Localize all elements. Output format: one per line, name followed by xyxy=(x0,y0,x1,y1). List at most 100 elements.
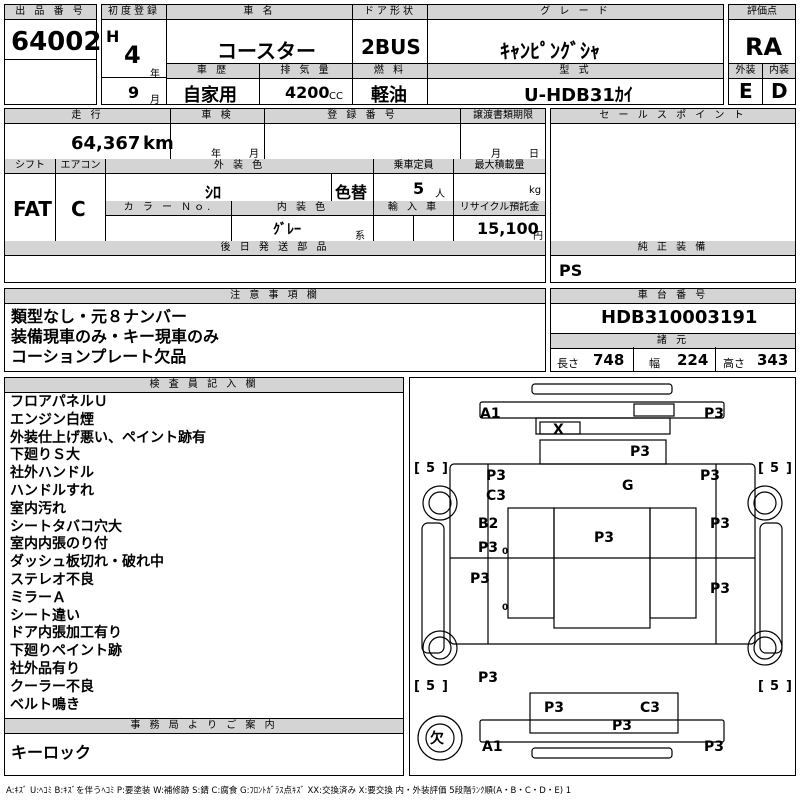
inspector-line: 社外品有り xyxy=(10,660,80,677)
note-line: コーションプレート欠品 xyxy=(11,347,187,366)
ac-label: エアコン xyxy=(55,159,105,174)
office-label: 事 務 局 よ り ご 案 内 xyxy=(5,719,403,734)
import-label: 輸 入 車 xyxy=(373,201,453,216)
inspector-block: 検 査 員 記 入 欄 フロアパネルＵ エンジン白煙 外装仕上げ悪い、ペイント跡… xyxy=(4,377,404,719)
displacement-label: 排 気 量 xyxy=(259,63,352,79)
inspector-line: 室内内張のり付 xyxy=(10,536,108,553)
svg-text:]: ] xyxy=(442,679,448,694)
height-label: 高さ xyxy=(723,357,745,370)
fuel: 軽油 xyxy=(371,85,407,106)
car-name-cell: 車 名 コースター 車 歴 排 気 量 自家用 4200 CC xyxy=(166,4,353,106)
inspector-label: 検 査 員 記 入 欄 xyxy=(5,378,403,393)
displacement-unit: CC xyxy=(329,91,343,102)
mark-roof: G xyxy=(622,478,634,494)
door-note: 0 xyxy=(502,547,508,557)
load-label: 最大積載量 xyxy=(453,159,545,174)
mark-bumper-x: X xyxy=(553,422,564,438)
plate-label: 登 録 番 号 xyxy=(264,109,460,124)
mileage-label: 走 行 xyxy=(5,109,170,124)
first-registration-label: 初度登録 xyxy=(102,5,166,20)
inspector-line: 下廻りペイント跡 xyxy=(10,643,122,660)
mark-hood: P3 xyxy=(630,444,650,460)
inspector-line: シート違い xyxy=(10,607,80,624)
svg-text:]: ] xyxy=(442,461,448,476)
displacement: 4200 xyxy=(285,83,330,102)
lot-number-cell: 出 品 番 号 64002 xyxy=(4,4,101,60)
model: U-HDB31ｶｲ xyxy=(524,85,633,106)
color-no-label: カ ラ ー Ｎｏ. xyxy=(105,201,231,216)
inspector-line: ベルト鳴き xyxy=(10,696,80,713)
height: 343 xyxy=(757,351,789,369)
later-parts-label: 後 日 発 送 部 品 xyxy=(5,241,545,256)
insp-year-unit: 年 xyxy=(211,149,221,160)
notes-list: 類型なし・元８ナンバー 装備現車のみ・キー現車のみ コーションプレート欠品 xyxy=(11,307,219,367)
era: H xyxy=(106,27,120,46)
interior-color: ｸﾞﾚｰ xyxy=(273,222,301,238)
inspector-line: ステレオ不良 xyxy=(10,571,94,588)
lot-number-label: 出 品 番 号 xyxy=(5,5,96,20)
year-unit: 年 xyxy=(150,69,160,80)
interior-label: 内装 xyxy=(762,63,795,79)
first-registration-cell: 初度登録 H 4 年 9 月 xyxy=(101,4,167,106)
sales-points-block: セ ー ル ス ポ イ ン ト 純 正 装 備 PS xyxy=(550,108,796,283)
tyre-front-right: 5 xyxy=(770,461,779,476)
capacity-label: 乗車定員 xyxy=(373,159,453,174)
mark-back-right: C3 xyxy=(640,700,660,716)
mark-door-left-b2: B2 xyxy=(478,516,498,532)
ac: C xyxy=(71,197,86,221)
mark-side-left: P3 xyxy=(470,571,490,587)
car-name: コースター xyxy=(217,39,316,63)
shift: FAT xyxy=(13,197,52,221)
vehicle-diagram-svg: A1 P3 X P3 P3 C3 P3 G B2 P3 P3 P3 P3 P3 … xyxy=(414,383,792,761)
car-name-label: 車 名 xyxy=(167,5,352,20)
legend: A:ｷｽﾞ U:ﾍｺﾐ B:ｷｽﾞを伴うﾍｺﾐ P:要塗装 W:補修跡 S:錆 … xyxy=(6,786,572,796)
model-label: 型 式 xyxy=(428,63,723,79)
sales-points-label: セ ー ル ス ポ イ ン ト xyxy=(551,109,795,124)
mark-door-left-p3: P3 xyxy=(478,540,498,556)
interior-color-label: 内 装 色 xyxy=(231,201,373,216)
chassis-number: HDB310003191 xyxy=(601,307,758,328)
mark-front-left: A1 xyxy=(480,406,501,422)
interior-grade: D xyxy=(771,79,788,103)
inspector-list: フロアパネルＵ エンジン白煙 外装仕上げ悪い、ペイント跡有 下廻りＳ大 社外ハン… xyxy=(10,394,206,714)
tyre-front-left: 5 xyxy=(426,461,435,476)
mark-center: P3 xyxy=(594,530,614,546)
office-text: キーロック xyxy=(11,743,92,762)
mark-side-right: P3 xyxy=(710,581,730,597)
capacity-unit: 人 xyxy=(435,189,445,200)
inspector-line: ダッシュ板切れ・破れ中 xyxy=(10,554,164,571)
color-label: 外 装 色 xyxy=(105,159,373,174)
inspector-line: 下廻りＳ大 xyxy=(10,447,80,464)
exterior-color: ｼﾛ xyxy=(205,183,222,202)
history-label: 車 歴 xyxy=(167,63,259,79)
notes-block: 注 意 事 項 欄 類型なし・元８ナンバー 装備現車のみ・キー現車のみ コーショ… xyxy=(4,288,546,372)
inspector-line: シートタバコ穴大 xyxy=(10,518,122,535)
svg-text:]: ] xyxy=(786,679,792,694)
mark-door-right: P3 xyxy=(710,516,730,532)
tyre-rear-right: 5 xyxy=(770,679,779,694)
transfer-day-unit: 日 xyxy=(529,149,539,160)
inspector-line: ドア内張加工有り xyxy=(10,625,122,642)
exterior-label: 外装 xyxy=(729,63,762,79)
capacity: 5 xyxy=(413,179,425,198)
interior-color-unit: 系 xyxy=(355,231,365,242)
insp-month-unit: 月 xyxy=(249,149,259,160)
mark-rear-p3: P3 xyxy=(704,739,724,755)
mark-front-right: P3 xyxy=(704,406,724,422)
mileage-unit: km xyxy=(143,133,174,154)
mark-rear-left: P3 xyxy=(478,670,498,686)
inspector-line: 社外ハンドル xyxy=(10,465,94,482)
note-line: 類型なし・元８ナンバー xyxy=(11,307,188,326)
inspector-line: ハンドルすれ xyxy=(10,482,94,499)
load-unit: kg xyxy=(529,185,542,196)
mark-rear-a1: A1 xyxy=(482,739,503,755)
grade-cell: グ レ ー ド ｷｬﾝﾋﾟﾝｸﾞｼｬ 型 式 U-HDB31ｶｲ xyxy=(427,4,724,106)
tyre-rear-left: 5 xyxy=(426,679,435,694)
mark-spare: 欠 xyxy=(430,730,444,747)
width-label: 幅 xyxy=(649,357,660,370)
mark-fender-right: P3 xyxy=(700,468,720,484)
recycle-fee: 15,100 xyxy=(477,219,539,238)
score-label: 評価点 xyxy=(729,5,795,20)
door-label: ドア形状 xyxy=(353,5,427,20)
reg-month: 9 xyxy=(128,83,140,102)
